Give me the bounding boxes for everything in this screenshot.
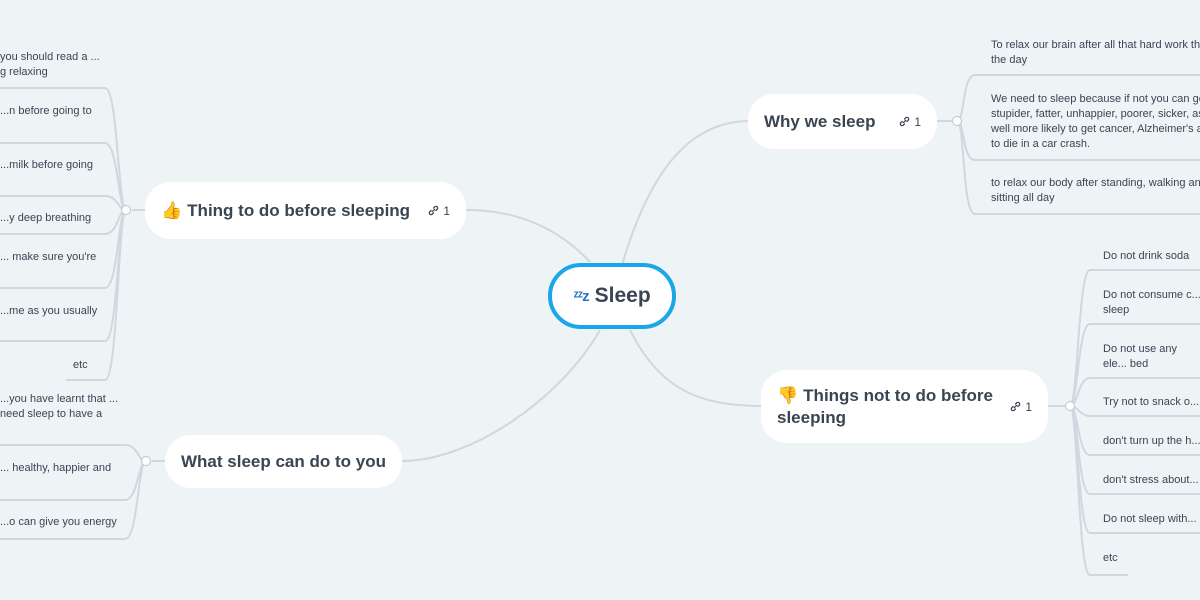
collapse-toggle[interactable] <box>952 116 962 126</box>
link-icon <box>900 116 910 127</box>
leaf-todo-4: ...y deep breathing <box>0 212 92 224</box>
central-topic[interactable]: ᶻᶻz Sleep <box>548 263 676 329</box>
link-badge[interactable]: 1 <box>898 115 921 129</box>
link-icon <box>429 205 439 216</box>
link-count: 1 <box>914 114 921 129</box>
leaf-notdo-6: don't stress about... <box>1103 474 1199 486</box>
leaf-todo-5: ... make sure you're <box>0 251 97 263</box>
leaf-notdo-7: Do not sleep with... <box>1103 513 1197 525</box>
leaf-effects-2: ... healthy, happier and <box>0 462 112 474</box>
link-count: 1 <box>1025 399 1032 414</box>
leaf-todo-3: ...milk before going <box>0 159 93 171</box>
topic-label: Things not to do before sleeping <box>777 385 993 427</box>
thumbs-down-icon: 👎 <box>777 385 799 405</box>
collapse-toggle[interactable] <box>141 456 151 466</box>
leaf-todo-6: ...me as you usually <box>0 305 98 317</box>
leaf-todo-2: ...n before going to <box>0 105 92 117</box>
leaf-todo-1: you should read a ... g relaxing <box>0 51 100 78</box>
leaf-notdo-3: Do not use any ele... bed <box>1103 343 1177 370</box>
collapse-toggle[interactable] <box>121 205 131 215</box>
topic-label: Thing to do before sleeping <box>187 200 411 220</box>
topic-thing-to-do[interactable]: 👍 Thing to do before sleeping 1 <box>145 182 466 239</box>
central-topic-label: Sleep <box>594 284 651 307</box>
topic-why-we-sleep[interactable]: Why we sleep 1 <box>748 94 937 149</box>
leaf-notdo-1: Do not drink soda <box>1103 250 1190 262</box>
link-count: 1 <box>443 203 450 218</box>
leaf-todo-7: etc <box>73 359 88 371</box>
topic-what-sleep-can-do[interactable]: What sleep can do to you <box>165 435 402 488</box>
leaf-notdo-4: Try not to snack o... <box>1103 396 1200 408</box>
topic-label: Why we sleep <box>764 111 876 131</box>
leaf-effects-3: ...o can give you energy <box>0 516 117 528</box>
collapse-toggle[interactable] <box>1065 401 1075 411</box>
leaf-effects-1: ...you have learnt that ... need sleep t… <box>0 393 119 420</box>
leaf-notdo-8: etc <box>1103 552 1118 564</box>
topic-things-not-to-do[interactable]: 👎Things not to do before sleeping 1 <box>761 370 1048 443</box>
leaf-why-2: We need to sleep because if not you can … <box>991 93 1200 150</box>
topic-label: What sleep can do to you <box>181 451 386 471</box>
leaf-notdo-5: don't turn up the h... <box>1103 435 1200 447</box>
leaf-why-1: To relax our brain after all that hard w… <box>991 39 1200 66</box>
leaf-notdo-2: Do not consume c... sleep <box>1103 289 1200 316</box>
zzz-icon: ᶻᶻz <box>573 287 589 305</box>
thumbs-up-icon: 👍 <box>161 200 183 220</box>
link-badge[interactable]: 1 <box>1009 396 1032 418</box>
link-icon <box>1011 401 1021 412</box>
link-badge[interactable]: 1 <box>427 204 450 218</box>
leaf-why-3: to relax our body after standing, walkin… <box>991 177 1200 204</box>
